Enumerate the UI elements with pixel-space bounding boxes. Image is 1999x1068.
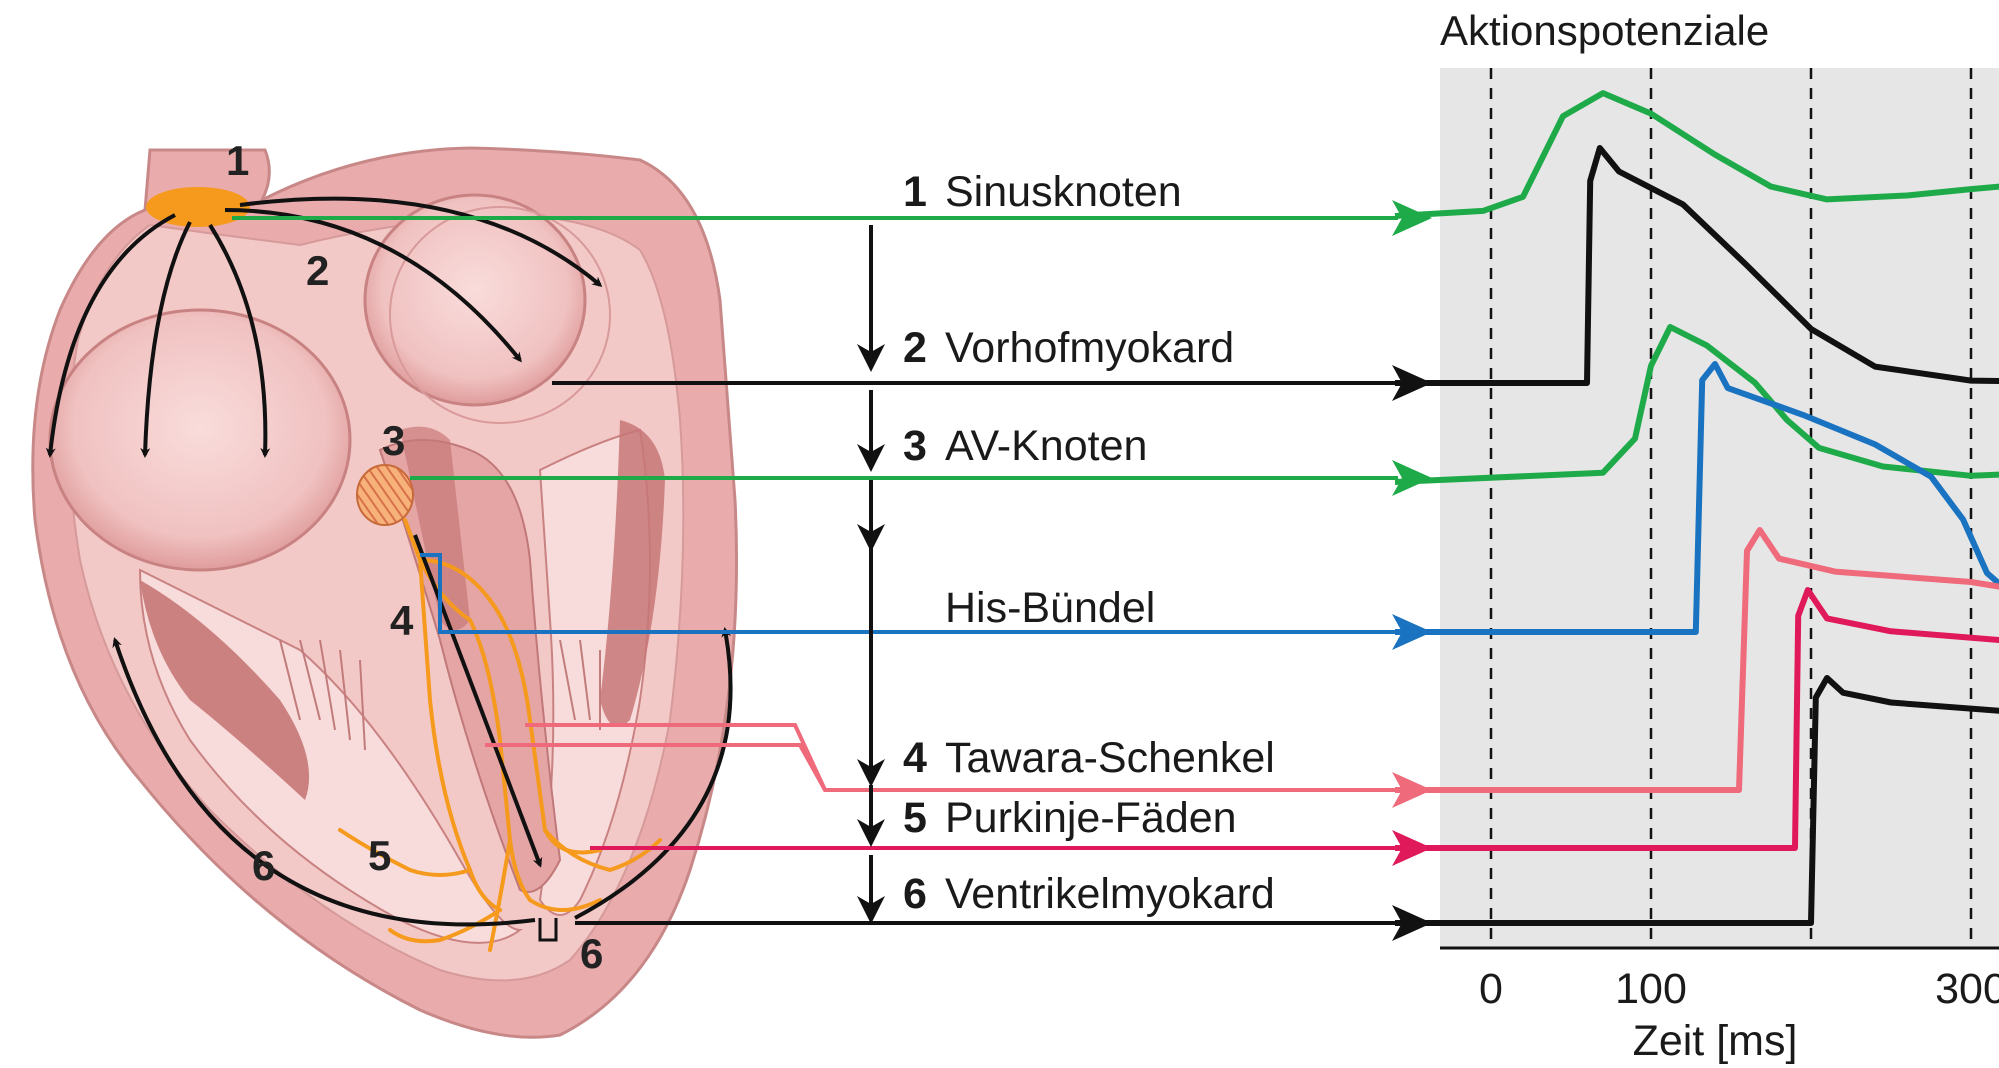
heart-number-3: 3	[382, 417, 405, 464]
right-atrium	[48, 308, 352, 572]
station-label-7: Ventrikelmyokard	[945, 870, 1275, 918]
connector-line-5-b	[525, 723, 827, 791]
chart-panel	[1440, 68, 1999, 948]
station-labels: 1 Sinusknoten 2 Vorhofmyokard 3 AV-KnotenHis-…	[903, 168, 1275, 918]
trace-sinusknoten	[1394, 90, 1999, 219]
connector-arrowhead-7	[1392, 905, 1432, 941]
station-label-6: Purkinje-Fäden	[945, 794, 1237, 842]
ap-traces	[1394, 90, 1999, 926]
station-number-5: 5	[903, 794, 927, 842]
heart-illustration: 1 2 3 4 5 6 6	[31, 137, 739, 1039]
sequence-arrowhead-2	[857, 444, 885, 472]
papillary-muscle-right	[600, 420, 665, 727]
papillary-muscle-left	[140, 580, 310, 800]
sequence-arrowhead-3	[857, 524, 885, 552]
connector-arrowhead-1	[1392, 200, 1432, 236]
activation-arrows	[45, 196, 733, 942]
trace-vorhofmyokard	[1395, 145, 1999, 386]
sequence-arrowhead-5	[857, 819, 885, 847]
septum	[378, 439, 562, 893]
station-number-4: 4	[903, 734, 927, 782]
sequence-arrowhead-1	[857, 344, 885, 372]
connector-arrowhead-6	[1392, 830, 1432, 866]
connector-line-4	[420, 553, 1398, 634]
sequence-arrowhead-6	[857, 896, 885, 924]
connector-lines	[232, 200, 1432, 941]
x-tick-label-0: 0	[1479, 965, 1503, 1013]
station-label-1: Sinusknoten	[945, 168, 1182, 216]
x-ticks: 0100300500	[1479, 965, 1999, 1013]
heart-number-6b: 6	[580, 930, 603, 977]
trace-ventrikelmyokard	[1395, 675, 1999, 926]
chordae	[279, 639, 601, 751]
connector-arrowhead-2	[1392, 365, 1432, 401]
heart-number-1: 1	[226, 137, 249, 184]
station-number-6: 6	[903, 870, 927, 918]
station-number-3: 3	[903, 422, 927, 470]
action-potential-chart: Aktionspotenziale 0100300500 Zeit [ms]	[1394, 7, 1999, 1065]
left-atrium	[363, 193, 587, 407]
x-tick-label-300: 300	[1935, 965, 1999, 1013]
heart-number-2: 2	[306, 247, 329, 294]
station-number-2: 2	[903, 324, 927, 372]
av-node	[356, 464, 414, 526]
station-label-5: Tawara-Schenkel	[945, 734, 1275, 782]
trace-tawara-schenkel	[1395, 527, 1999, 793]
heart-number-4: 4	[390, 597, 414, 644]
station-label-2: Vorhofmyokard	[945, 324, 1234, 372]
chart-title: Aktionspotenziale	[1440, 7, 1769, 54]
x-axis-label: Zeit [ms]	[1633, 1017, 1798, 1065]
connector-arrowhead-4	[1392, 614, 1432, 650]
heart-number-6a: 6	[252, 842, 275, 889]
trace-his-b-ndel	[1395, 361, 1999, 635]
heart-number-5: 5	[368, 832, 391, 879]
x-tick-label-100: 100	[1615, 965, 1687, 1013]
station-label-4: His-Bündel	[945, 584, 1155, 632]
station-label-3: AV-Knoten	[945, 422, 1147, 470]
connector-arrowhead-5	[1392, 772, 1432, 808]
time-gridlines	[1489, 68, 1973, 948]
trace-purkinje-f-den	[1395, 587, 1999, 851]
connector-arrowhead-3	[1392, 460, 1432, 496]
station-number-1: 1	[903, 168, 927, 216]
sequence-arrowhead-4	[857, 759, 885, 787]
